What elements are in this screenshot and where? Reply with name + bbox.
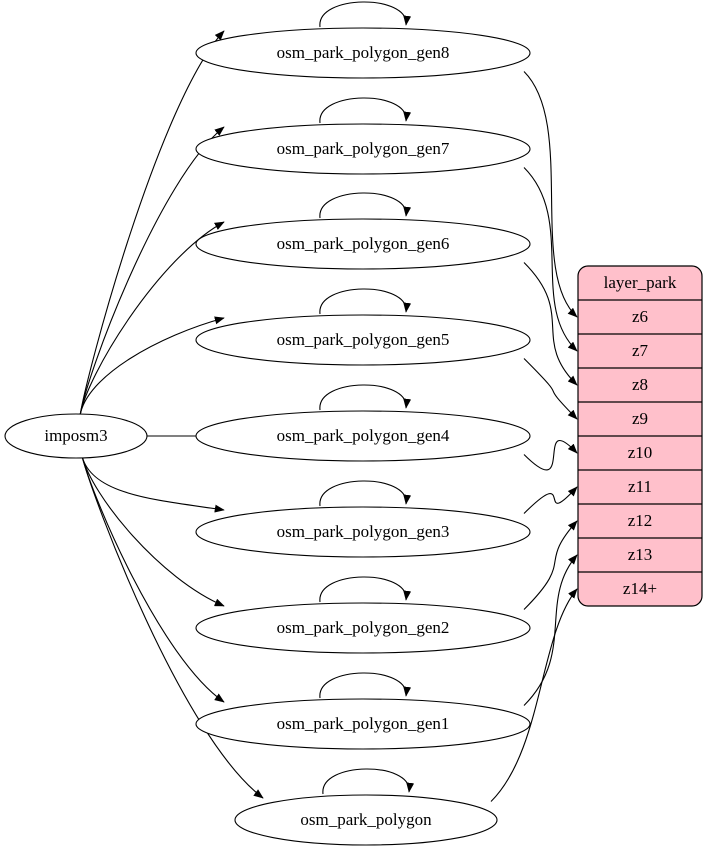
- edge-osm_park_polygon_gen6-to-z8[interactable]: [523, 262, 578, 386]
- node-shape: [195, 506, 531, 558]
- table-row-z11[interactable]: z11: [628, 477, 652, 496]
- table-row-label: z13: [628, 545, 653, 564]
- node-shape: [195, 314, 531, 366]
- node-label: osm_park_polygon_gen1: [277, 714, 450, 733]
- edge-osm_park_polygon_gen7-to-z7[interactable]: [523, 167, 578, 352]
- edge-osm_park_polygon_gen8-to-z6[interactable]: [523, 71, 578, 318]
- graph-node-osm_park_polygon_gen6[interactable]: osm_park_polygon_gen6: [195, 218, 531, 270]
- table-row-label: z7: [632, 341, 649, 360]
- table-row-label: z9: [632, 409, 648, 428]
- table-row-z6[interactable]: z6: [632, 307, 648, 326]
- node-shape: [195, 602, 531, 654]
- edge-imposm3-to-osm_park_polygon_gen5[interactable]: [79, 316, 225, 417]
- edge-osm_park_polygon_gen3-to-z11[interactable]: [523, 486, 578, 514]
- node-shape: [195, 218, 531, 270]
- graph-node-osm_park_polygon_gen1[interactable]: osm_park_polygon_gen1: [195, 698, 531, 750]
- graph-node-osm_park_polygon_gen2[interactable]: osm_park_polygon_gen2: [195, 602, 531, 654]
- table-row-label: z12: [628, 511, 653, 530]
- node-label: osm_park_polygon_gen5: [277, 330, 450, 349]
- node-label: osm_park_polygon: [300, 810, 432, 829]
- table-row-label: z14+: [623, 579, 657, 598]
- self-loop-edge-osm_park_polygon_gen6[interactable]: [319, 192, 412, 219]
- ellipse-nodes: imposm3 osm_park_polygon_gen8 osm_park_pol…: [4, 27, 531, 846]
- node-shape: [195, 123, 531, 175]
- node-shape: [195, 27, 531, 79]
- edge-osm_park_polygon_gen1-to-z13[interactable]: [523, 554, 578, 706]
- node-label: osm_park_polygon_gen6: [277, 234, 450, 253]
- edge-osm_park_polygon_gen4-to-z10[interactable]: [523, 439, 578, 471]
- self-loop-edge-osm_park_polygon_gen5[interactable]: [319, 288, 412, 315]
- table-row-label: z8: [632, 375, 648, 394]
- edge-imposm3-to-osm_park_polygon_gen2[interactable]: [81, 455, 225, 607]
- table-row-z10[interactable]: z10: [628, 443, 653, 462]
- edge-osm_park_polygon_gen5-to-z9[interactable]: [523, 358, 578, 420]
- node-label: osm_park_polygon_gen7: [277, 139, 450, 158]
- node-shape: [195, 698, 531, 750]
- self-loop-edge-osm_park_polygon[interactable]: [322, 768, 415, 795]
- table-row-z14+[interactable]: z14+: [623, 579, 657, 598]
- graph-node-osm_park_polygon_gen5[interactable]: osm_park_polygon_gen5: [195, 314, 531, 366]
- table-row-z12[interactable]: z12: [628, 511, 653, 530]
- graph-node-osm_park_polygon_gen7[interactable]: osm_park_polygon_gen7: [195, 123, 531, 175]
- table-row-z7[interactable]: z7: [632, 341, 649, 360]
- self-loop-edges: [319, 1, 415, 795]
- table-row-label: z11: [628, 477, 652, 496]
- node-shape: [234, 794, 498, 846]
- table-row-z13[interactable]: z13: [628, 545, 653, 564]
- edges-to-layer-park: [490, 71, 578, 802]
- graph-node-osm_park_polygon_gen4[interactable]: osm_park_polygon_gen4: [195, 410, 531, 462]
- self-loop-edge-osm_park_polygon_gen2[interactable]: [319, 576, 412, 603]
- edge-imposm3-to-osm_park_polygon_gen3[interactable]: [81, 455, 225, 513]
- table-node-layer_park[interactable]: layer_park z6 z7 z8 z9 z10 z11 z12 z13 z14+: [577, 265, 703, 607]
- self-loop-edge-osm_park_polygon_gen4[interactable]: [319, 384, 412, 411]
- self-loop-edge-osm_park_polygon_gen1[interactable]: [319, 672, 412, 699]
- layer-park-table: layer_park z6 z7 z8 z9 z10 z11 z12 z13 z14+: [577, 265, 703, 607]
- edge-osm_park_polygon_gen2-to-z12[interactable]: [523, 520, 578, 610]
- edge-imposm3-to-osm_park_polygon_gen8[interactable]: [79, 30, 225, 417]
- self-loop-edge-osm_park_polygon_gen7[interactable]: [319, 97, 412, 124]
- node-label: osm_park_polygon_gen8: [277, 43, 450, 62]
- edge-imposm3-to-osm_park_polygon[interactable]: [81, 455, 264, 799]
- table-row-label: z6: [632, 307, 648, 326]
- edge-osm_park_polygon-to-z14+[interactable]: [490, 588, 578, 802]
- edge-imposm3-to-osm_park_polygon_gen1[interactable]: [81, 455, 225, 703]
- table-header-label: layer_park: [604, 273, 677, 292]
- table-row-label: z10: [628, 443, 653, 462]
- self-loop-edge-osm_park_polygon_gen3[interactable]: [319, 480, 412, 507]
- self-loop-edge-osm_park_polygon_gen8[interactable]: [319, 1, 412, 28]
- node-label: osm_park_polygon_gen2: [277, 618, 450, 637]
- table-row-z9[interactable]: z9: [632, 409, 648, 428]
- node-shape: [195, 410, 531, 462]
- node-shape: [4, 413, 148, 459]
- graph-node-osm_park_polygon_gen8[interactable]: osm_park_polygon_gen8: [195, 27, 531, 79]
- node-label: osm_park_polygon_gen4: [277, 426, 450, 445]
- node-label: imposm3: [44, 426, 107, 445]
- graph-node-osm_park_polygon_gen3[interactable]: osm_park_polygon_gen3: [195, 506, 531, 558]
- edge-imposm3-to-osm_park_polygon_gen7[interactable]: [79, 126, 225, 417]
- node-label: osm_park_polygon_gen3: [277, 522, 450, 541]
- table-row-z8[interactable]: z8: [632, 375, 648, 394]
- graph-node-osm_park_polygon[interactable]: osm_park_polygon: [234, 794, 498, 846]
- edges-from-imposm3: [79, 30, 264, 799]
- graph-node-imposm3[interactable]: imposm3: [4, 413, 148, 459]
